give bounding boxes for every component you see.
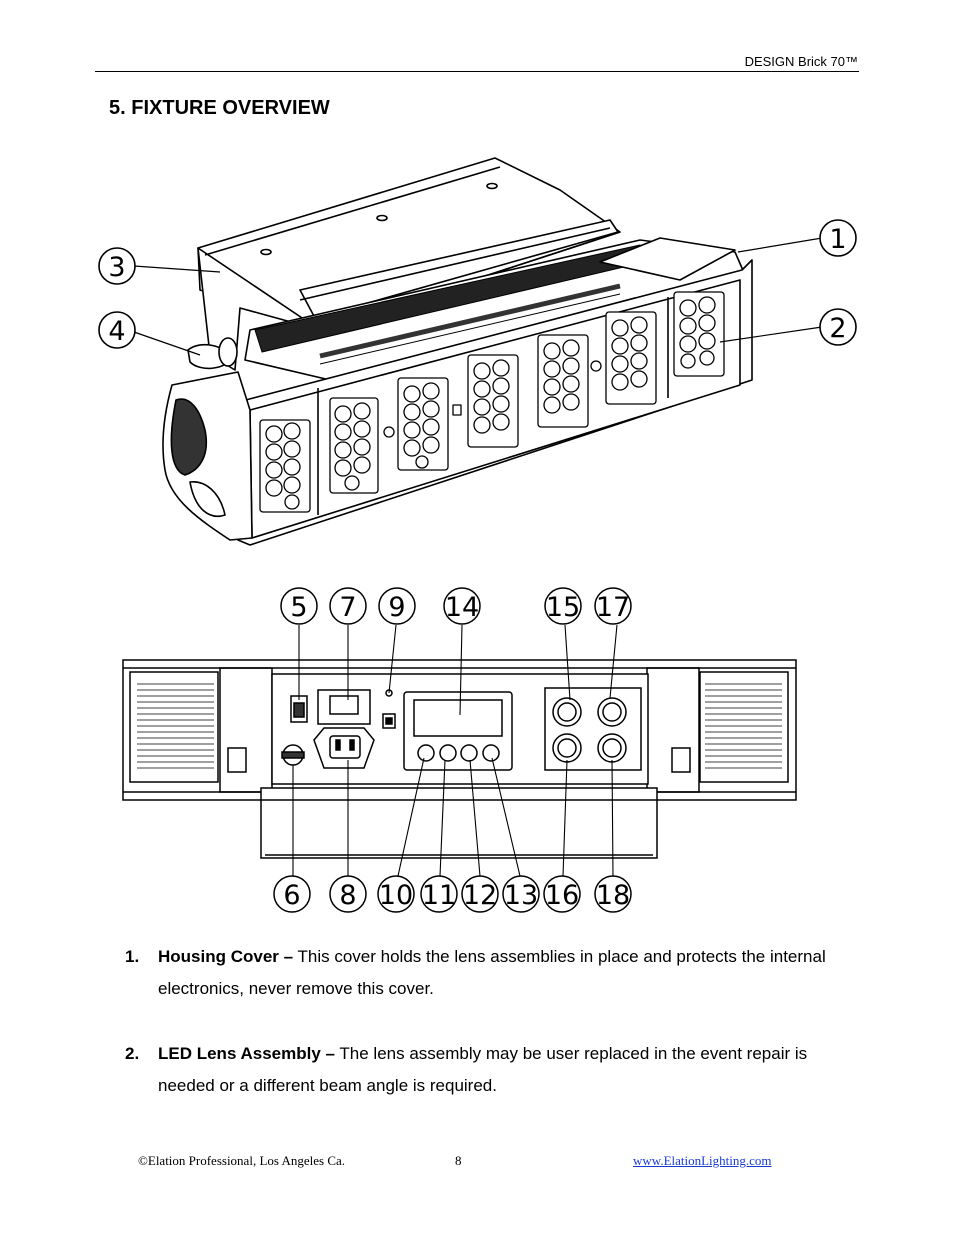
svg-text:1: 1 bbox=[829, 224, 846, 255]
callout-9: 9 bbox=[378, 587, 416, 625]
list-item-term: LED Lens Assembly – bbox=[158, 1044, 335, 1063]
callout-4: 4 bbox=[98, 311, 136, 349]
callout-14: 14 bbox=[443, 587, 481, 625]
fan-grille-left bbox=[137, 683, 214, 769]
callout-17: 17 bbox=[594, 587, 632, 625]
callout-7: 7 bbox=[329, 587, 367, 625]
svg-text:11: 11 bbox=[422, 880, 456, 911]
svg-text:9: 9 bbox=[388, 592, 405, 623]
yoke-rear bbox=[227, 747, 691, 859]
callout-2: 2 bbox=[819, 308, 857, 346]
callout-5: 5 bbox=[280, 587, 318, 625]
callout-1: 1 bbox=[819, 219, 857, 257]
footer-page-number: 8 bbox=[455, 1153, 462, 1168]
svg-text:16: 16 bbox=[545, 880, 579, 911]
callout-10: 10 bbox=[377, 875, 415, 913]
svg-text:5: 5 bbox=[290, 592, 307, 623]
list-item-text: The lens assembly may be user replaced i… bbox=[158, 1044, 808, 1095]
callout-12: 12 bbox=[461, 875, 499, 913]
led-modules bbox=[259, 291, 725, 513]
callout-8: 8 bbox=[329, 875, 367, 913]
section-title: 5. FIXTURE OVERVIEW bbox=[109, 97, 330, 119]
svg-text:17: 17 bbox=[596, 592, 630, 623]
svg-text:3: 3 bbox=[108, 252, 125, 283]
svg-text:10: 10 bbox=[379, 880, 413, 911]
fan-grille-right bbox=[705, 683, 782, 769]
callout-3: 3 bbox=[98, 247, 136, 285]
list-item-text: This cover holds the lens assemblies in … bbox=[158, 947, 826, 998]
list-item-term: Housing Cover – bbox=[158, 947, 294, 966]
svg-text:14: 14 bbox=[445, 592, 479, 623]
svg-text:15: 15 bbox=[546, 592, 580, 623]
svg-text:7: 7 bbox=[339, 592, 356, 623]
callout-18: 18 bbox=[594, 875, 632, 913]
fixture-rear-panel-drawing: 5 7 9 14 15 17 6 8 10 11 12 13 16 18 bbox=[122, 587, 797, 913]
list-item-body: LED Lens Assembly – The lens assembly ma… bbox=[158, 1038, 863, 1102]
svg-text:2: 2 bbox=[829, 313, 846, 344]
leader-lines-rear bbox=[292, 624, 618, 877]
svg-text:12: 12 bbox=[463, 880, 497, 911]
housing-top bbox=[244, 237, 746, 381]
callout-6: 6 bbox=[273, 875, 311, 913]
rear-control-panel bbox=[271, 673, 649, 785]
header-rule bbox=[95, 71, 859, 72]
leader-lines-top bbox=[133, 237, 823, 356]
svg-text:8: 8 bbox=[339, 880, 356, 911]
running-header: DESIGN Brick 70™ bbox=[744, 54, 858, 69]
callout-13: 13 bbox=[502, 875, 540, 913]
callout-16: 16 bbox=[543, 875, 581, 913]
svg-text:13: 13 bbox=[504, 880, 538, 911]
list-item-number: 1. bbox=[125, 947, 140, 966]
list-item-body: Housing Cover – This cover holds the len… bbox=[158, 941, 863, 1005]
fixture-perspective-drawing: 1 2 3 4 bbox=[98, 157, 857, 546]
list-item-number: 2. bbox=[125, 1044, 140, 1063]
footer-copyright: ©Elation Professional, Los Angeles Ca. bbox=[138, 1153, 346, 1168]
footer-website-link[interactable]: www.ElationLighting.com bbox=[633, 1153, 772, 1168]
callout-15: 15 bbox=[544, 587, 582, 625]
svg-text:18: 18 bbox=[596, 880, 630, 911]
svg-text:6: 6 bbox=[283, 880, 300, 911]
callout-11: 11 bbox=[420, 875, 458, 913]
svg-text:4: 4 bbox=[108, 316, 125, 347]
